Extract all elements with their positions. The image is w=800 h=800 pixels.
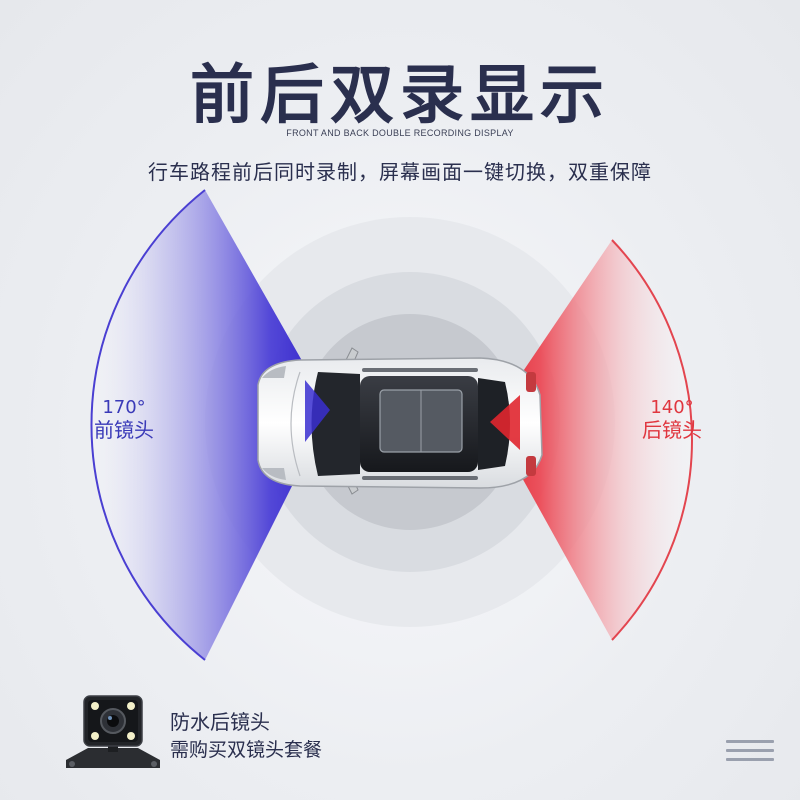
rear-camera-product-image <box>66 695 160 768</box>
car-top-view <box>257 347 543 495</box>
front-camera-angle: 170° <box>102 397 146 418</box>
front-camera-name: 前镜头 <box>94 417 154 442</box>
page-title: 前后双录显示 <box>190 59 610 133</box>
rear-coverage-fan <box>490 240 693 640</box>
front-coverage-fan <box>91 190 330 660</box>
product-subtitle: 需购买双镜头套餐 <box>170 739 323 761</box>
product-title: 防水后镜头 <box>170 710 270 734</box>
front-coverage-arc <box>90 189 206 661</box>
front-camera-marker <box>305 380 330 442</box>
rear-camera-angle: 140° <box>650 397 694 418</box>
rear-coverage-arc <box>611 239 693 641</box>
front-camera-label: 170° 前镜头 <box>84 397 164 442</box>
rear-camera-name: 后镜头 <box>642 417 702 442</box>
rear-camera-marker <box>490 395 520 450</box>
rear-camera-label: 140° 后镜头 <box>632 397 712 442</box>
product-caption: 防水后镜头 需购买双镜头套餐 <box>170 708 322 764</box>
page-tagline: 行车路程前后同时录制，屏幕画面一键切换，双重保障 <box>148 160 652 184</box>
menu-button[interactable] <box>726 738 774 764</box>
menu-icon <box>726 740 774 743</box>
page-subtitle-english: FRONT AND BACK DOUBLE RECORDING DISPLAY <box>286 128 514 138</box>
